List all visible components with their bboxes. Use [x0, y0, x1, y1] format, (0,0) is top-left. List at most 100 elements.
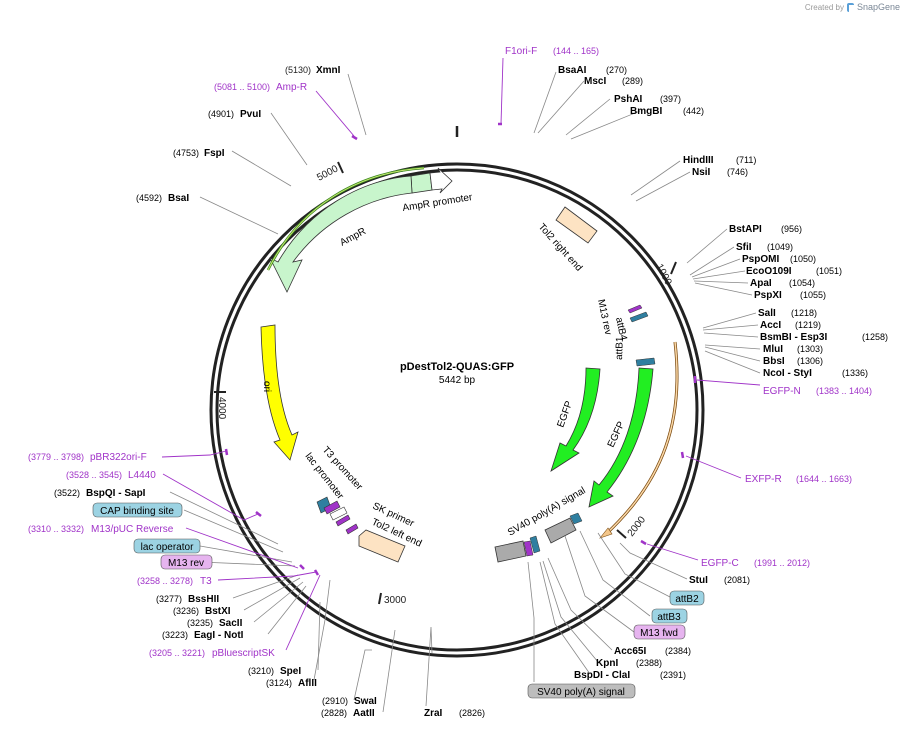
site-pos-aatii: (2828) — [321, 708, 347, 718]
primer-range-pbr322ori-f: (3779 .. 3798) — [28, 452, 84, 462]
badge-sv40-polya-signal: SV40 poly(A) signal — [537, 687, 625, 698]
primer-range-pbluescriptsk: (3205 .. 3221) — [149, 648, 205, 658]
site-name-xmni: XmnI — [316, 65, 341, 76]
site-pos-sali: (1218) — [791, 308, 817, 318]
site-name-pspomi: PspOMI — [742, 254, 779, 265]
site-pos-bstxi: (3236) — [173, 606, 199, 616]
site-name-bmgbi: BmgBI — [630, 106, 662, 117]
badge-cap-binding-site: CAP binding site — [100, 506, 174, 517]
site-name-bstapi: BstAPI — [729, 224, 762, 235]
primer-name-l4440: L4440 — [128, 470, 156, 481]
ampr-promoter-label: AmpR promoter — [402, 192, 474, 214]
site-name-mlui: MluI — [763, 344, 783, 355]
site-name-bsai: BsaI — [168, 193, 189, 204]
site-pos-bsshii: (3277) — [156, 594, 182, 604]
site-pos-sfii: (1049) — [767, 242, 793, 252]
ampr-promoter-shape — [410, 172, 433, 194]
site-pos-bsai: (4592) — [136, 193, 162, 203]
site-pos-xmni: (5130) — [285, 65, 311, 75]
primer-name-pbr322ori-f: pBR322ori-F — [90, 452, 147, 463]
primer-lines — [161, 57, 761, 651]
site-name-acci: AccI — [760, 320, 781, 331]
site-pos-bsmbi-esp3i: (1258) — [862, 332, 888, 342]
site-name-acc65i: Acc65I — [614, 646, 646, 657]
attb4-shape — [629, 311, 649, 323]
snapgene-credit: Created by SnapGene — [805, 2, 900, 12]
site-name-sfii: SfiI — [736, 242, 752, 253]
badge-attb2: attB2 — [675, 594, 699, 605]
site-name-bbsi: BbsI — [763, 356, 785, 367]
site-name-pvui: PvuI — [240, 109, 261, 120]
ampr-arrow — [269, 175, 413, 293]
site-name-bsshii: BssHII — [188, 594, 219, 605]
tick-label-3000: 3000 — [384, 595, 407, 606]
site-pos-pspomi: (1050) — [790, 254, 816, 264]
site-name-bsaai: BsaAI — [558, 65, 587, 76]
primer-labels: F1ori-F (144 .. 165) (5081 .. 5100) Amp-… — [28, 46, 872, 659]
site-pos-fspi: (4753) — [173, 148, 199, 158]
tol2-left-shape — [358, 529, 406, 563]
site-pos-bspqi-sapi: (3522) — [54, 488, 80, 498]
site-name-sali: SalI — [758, 308, 776, 319]
primer-range-exfp-r: (1644 .. 1663) — [796, 474, 852, 484]
site-name-bspdi-clai: BspDI - ClaI — [574, 670, 630, 681]
site-name-bstxi: BstXI — [205, 606, 231, 617]
leader-lines — [169, 71, 761, 713]
site-pos-bmgbi: (442) — [683, 106, 704, 116]
ampr-label: AmpR — [338, 226, 368, 249]
site-pos-nsii: (746) — [727, 167, 748, 177]
site-pos-ncoi-styi: (1336) — [842, 368, 868, 378]
tol2-right-shape — [555, 206, 598, 244]
site-pos-acc65i: (2384) — [665, 646, 691, 656]
plasmid-length: 5442 bp — [439, 375, 476, 386]
badge-lac-operator: lac operator — [141, 542, 194, 553]
site-pos-aflii: (3124) — [266, 678, 292, 688]
tick-label-5000: 5000 — [315, 163, 340, 183]
site-name-bspqi-sapi: BspQI - SapI — [86, 488, 146, 499]
site-pos-spei: (3210) — [248, 666, 274, 676]
site-pos-swai: (2910) — [322, 696, 348, 706]
tick-label-2000: 2000 — [626, 514, 649, 539]
m13-rev-inner-shape — [627, 304, 643, 314]
site-name-swai: SwaI — [354, 696, 377, 707]
attb1-shape — [635, 357, 656, 367]
site-pos-hindiii: (711) — [736, 155, 756, 165]
ori-arrow — [260, 324, 299, 461]
site-pos-sacii: (3235) — [187, 618, 213, 628]
site-name-apai: ApaI — [750, 278, 772, 289]
site-name-stui: StuI — [689, 575, 708, 586]
backbone-ring — [209, 126, 705, 658]
site-pos-kpni: (2388) — [636, 658, 662, 668]
badge-m13-fwd: M13 fwd — [640, 628, 678, 639]
plasmid-name: pDestTol2-QUAS:GFP — [400, 361, 514, 373]
primer-range-m13puc-reverse: (3310 .. 3332) — [28, 524, 84, 534]
credit-brand: SnapGene — [856, 2, 900, 12]
primer-name-egfp-c: EGFP-C — [701, 558, 739, 569]
site-name-eagi-noti: EagI - NotI — [194, 630, 244, 641]
site-pos-mlui: (1303) — [797, 344, 823, 354]
site-pos-bstapi: (956) — [781, 224, 802, 234]
primer-range-t3: (3258 .. 3278) — [137, 576, 193, 586]
site-name-zrai: ZraI — [424, 708, 443, 719]
site-pos-zrai: (2826) — [459, 708, 485, 718]
primer-range-amp-r: (5081 .. 5100) — [214, 82, 270, 92]
credit-prefix: Created by — [804, 2, 844, 12]
primer-range-f1ori-f: (144 .. 165) — [553, 46, 599, 56]
primer-name-m13puc-reverse: M13/pUC Reverse — [91, 524, 174, 535]
site-name-bsmbi-esp3i: BsmBI - Esp3I — [760, 332, 827, 343]
site-pos-pshai: (397) — [660, 94, 681, 104]
primer-range-egfp-c: (1991 .. 2012) — [754, 558, 810, 568]
feature-badges: CAP binding site lac operator M13 rev at… — [92, 502, 705, 699]
site-pos-pvui: (4901) — [208, 109, 234, 119]
site-pos-acci: (1219) — [795, 320, 821, 330]
badge-m13-rev: M13 rev — [168, 558, 204, 569]
site-name-kpni: KpnI — [596, 658, 618, 669]
site-pos-msci: (289) — [622, 76, 643, 86]
snapgene-logo-icon — [846, 2, 854, 12]
site-pos-ecoo109i: (1051) — [816, 266, 842, 276]
primer-name-amp-r: Amp-R — [276, 82, 307, 93]
primer-range-l4440: (3528 .. 3545) — [66, 470, 122, 480]
sv40-shape-1 — [494, 540, 527, 563]
primer-name-pbluescriptsk: pBluescriptSK — [212, 648, 275, 659]
